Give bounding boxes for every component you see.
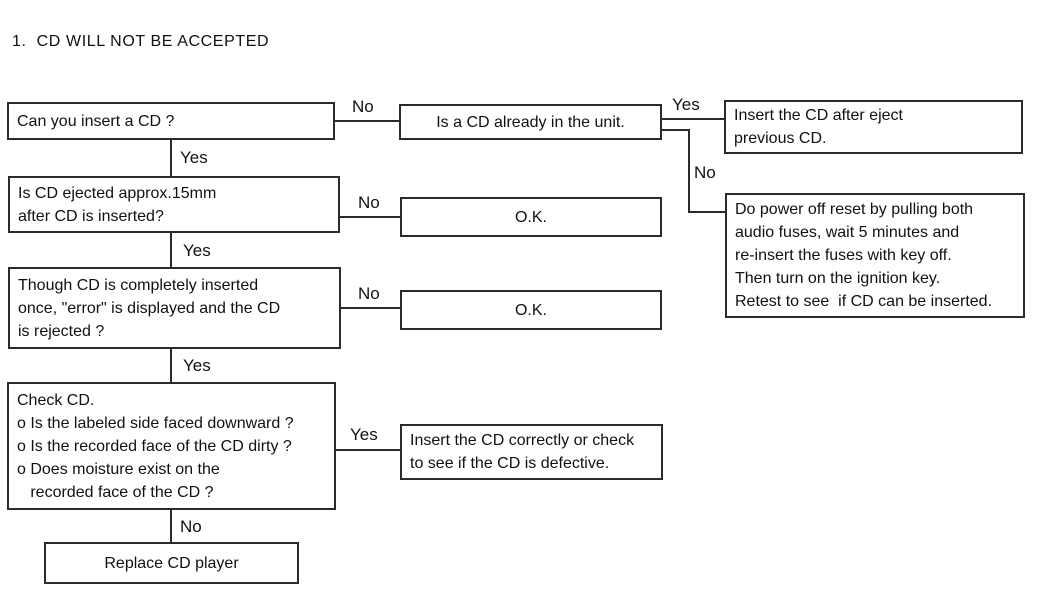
connector-check-cd-to-replace xyxy=(170,510,172,542)
node-cd-already-in-unit: Is a CD already in the unit. xyxy=(399,104,662,140)
connector-error-to-check-cd xyxy=(170,349,172,382)
node-power-off-reset: Do power off reset by pulling both audio… xyxy=(725,193,1025,318)
edge-label-no: No xyxy=(358,284,380,303)
edge-label-yes: Yes xyxy=(672,95,700,114)
connector-check-cd-to-insert-correctly xyxy=(336,449,400,451)
edge-label-yes: Yes xyxy=(183,241,211,260)
node-insert-after-eject: Insert the CD after eject previous CD. xyxy=(724,100,1023,154)
edge-label-no: No xyxy=(352,97,374,116)
node-can-you-insert-cd: Can you insert a CD ? xyxy=(7,102,335,140)
connector-can-insert-to-cd-already xyxy=(335,120,399,122)
edge-label-yes: Yes xyxy=(350,425,378,444)
edge-label-no: No xyxy=(180,517,202,536)
edge-label-yes: Yes xyxy=(180,148,208,167)
edge-label-no: No xyxy=(358,193,380,212)
node-check-cd: Check CD. o Is the labeled side faced do… xyxy=(7,382,336,510)
connector-can-insert-to-ejected xyxy=(170,140,172,176)
connector-ejected-to-error xyxy=(170,233,172,267)
node-ok-1: O.K. xyxy=(400,197,662,237)
connector-error-to-ok2 xyxy=(341,307,400,309)
node-replace-cd-player: Replace CD player xyxy=(44,542,299,584)
edge-label-yes: Yes xyxy=(183,356,211,375)
node-cd-ejected-15mm: Is CD ejected approx.15mm after CD is in… xyxy=(8,176,340,233)
connector-cd-already-to-insert-after-eject xyxy=(662,118,724,120)
node-insert-correctly: Insert the CD correctly or check to see … xyxy=(400,424,663,480)
connector-ejected-to-ok1 xyxy=(340,216,400,218)
node-ok-2: O.K. xyxy=(400,290,662,330)
node-error-displayed: Though CD is completely inserted once, "… xyxy=(8,267,341,349)
connector-cd-already-no-vertical xyxy=(688,129,690,213)
connector-cd-already-to-power-off-reset xyxy=(688,211,725,213)
connector-cd-already-no-stub xyxy=(662,129,690,131)
edge-label-no: No xyxy=(694,163,716,182)
page-title: 1. CD WILL NOT BE ACCEPTED xyxy=(12,33,270,50)
